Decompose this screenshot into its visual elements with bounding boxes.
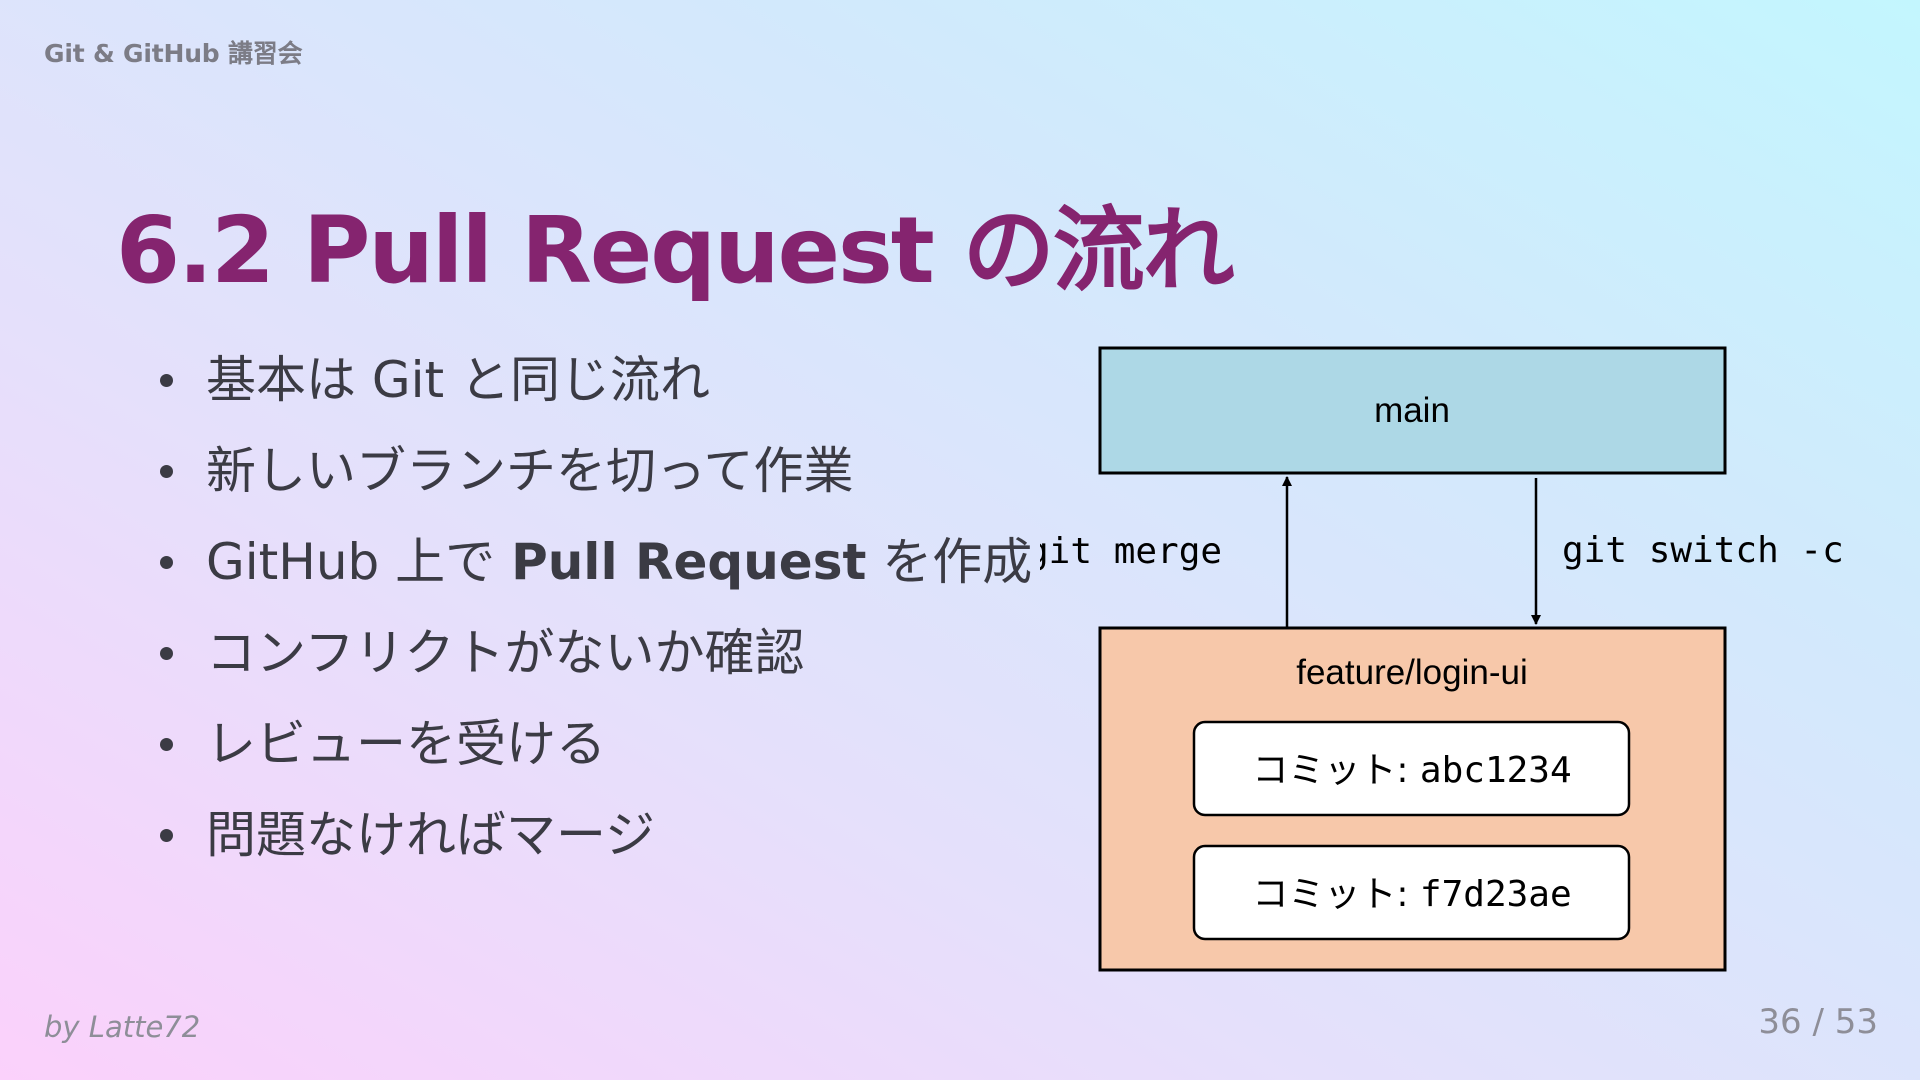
merge-command-label: git merge <box>1040 531 1222 572</box>
bullet-item: 新しいブランチを切って作業 <box>160 431 1032 522</box>
bullet-item: 基本は Git と同じ流れ <box>160 340 1032 431</box>
main-branch-box <box>1098 346 1727 475</box>
commit-label: コミット: f7d23ae <box>1252 874 1571 915</box>
bullet-dot <box>160 647 173 660</box>
main-branch-label: main <box>1374 391 1450 430</box>
bullet-list: 基本は Git と同じ流れ 新しいブランチを切って作業 GitHub 上で Pu… <box>160 340 1032 886</box>
author-credit: by Latte72 <box>44 1010 201 1044</box>
bullet-text: 問題なければマージ <box>206 806 655 864</box>
commit-box <box>1192 720 1631 817</box>
branch-flow-diagram: main feature/login-ui コミット: abc1234 コミット… <box>1040 346 1844 972</box>
bullet-text: レビューを受ける <box>206 715 606 773</box>
switch-command-label: git switch -c <box>1562 530 1844 571</box>
bullet-text-bold: Pull Request <box>511 533 867 591</box>
bullet-dot <box>160 738 173 751</box>
bullet-item: コンフリクトがないか確認 <box>160 613 1032 704</box>
bullet-text-pre: GitHub 上で <box>206 533 512 591</box>
slide-title: 6.2 Pull Request の流れ <box>116 197 1235 304</box>
bullet-dot <box>160 829 173 842</box>
commit-prefix: コミット: <box>1252 750 1420 791</box>
bullet-item: レビューを受ける <box>160 704 1032 795</box>
bullet-text: 基本は Git と同じ流れ <box>206 351 711 409</box>
presentation-header: Git & GitHub 講習会 <box>44 39 303 68</box>
bullet-dot <box>160 556 173 569</box>
bullet-text-post: を作成 <box>866 533 1033 591</box>
commit-label: コミット: abc1234 <box>1252 750 1571 791</box>
commit-hash: abc1234 <box>1420 750 1572 791</box>
page-number: 36 / 53 <box>1758 1002 1878 1042</box>
bullet-text: コンフリクトがないか確認 <box>206 624 805 682</box>
feature-branch-label: feature/login-ui <box>1296 653 1528 692</box>
bullet-dot <box>160 374 173 387</box>
commit-box <box>1192 844 1631 941</box>
bullet-dot <box>160 465 173 478</box>
commit-hash: f7d23ae <box>1420 874 1572 915</box>
commit-prefix: コミット: <box>1252 874 1420 915</box>
bullet-item: GitHub 上で Pull Request を作成 <box>160 522 1032 613</box>
bullet-text: 新しいブランチを切って作業 <box>206 442 854 500</box>
bullet-item: 問題なければマージ <box>160 795 1032 886</box>
